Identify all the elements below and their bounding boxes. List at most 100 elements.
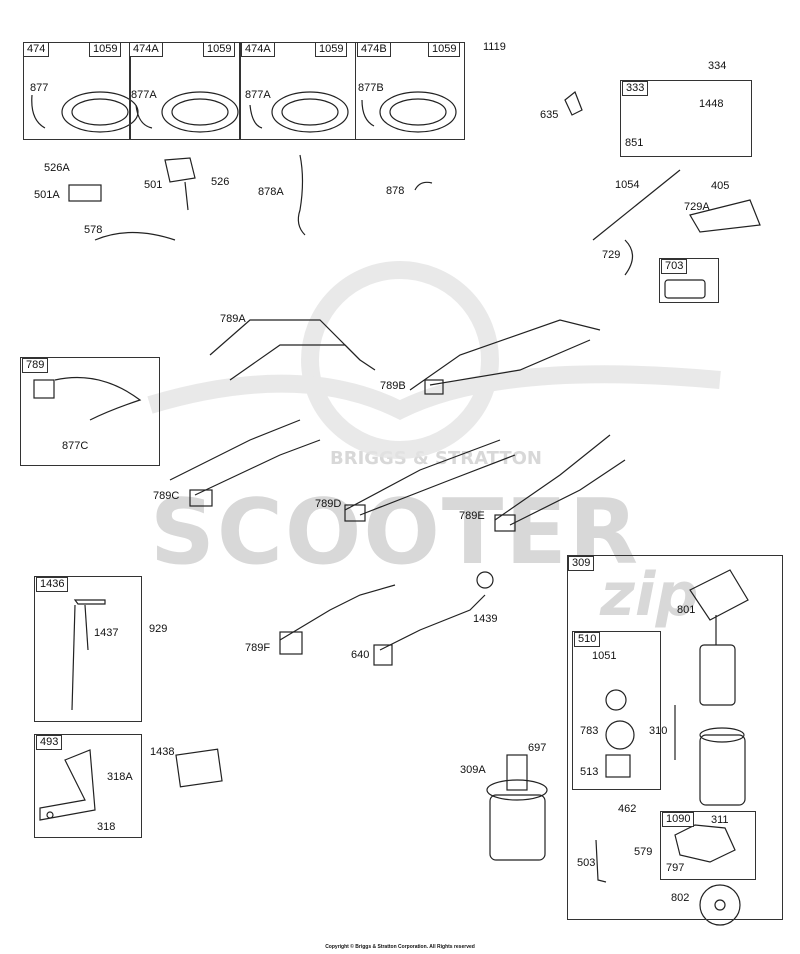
label-635: 635	[540, 109, 559, 121]
label-789e: 789E	[459, 510, 485, 522]
fuel-shutoff-635-part	[564, 91, 583, 116]
label-318: 318	[97, 821, 116, 833]
label-503: 503	[577, 857, 596, 869]
watermark-name: SCOOTER	[150, 480, 641, 585]
kit-box-474a-1	[129, 42, 241, 140]
bracket-493-part	[39, 749, 96, 821]
label-462: 462	[618, 803, 637, 815]
label-318a: 318A	[107, 771, 133, 783]
regulator-501a-part	[68, 184, 102, 202]
label-789a: 789A	[220, 313, 246, 325]
label-640: 640	[351, 649, 370, 661]
kit-title-474a-2: 474A	[241, 42, 275, 57]
label-697: 697	[528, 742, 547, 754]
label-789c: 789C	[153, 490, 180, 502]
label-1438: 1438	[150, 746, 175, 758]
label-501a: 501A	[34, 189, 60, 201]
kit-hw-474: 1059	[89, 42, 122, 57]
connector-789-part	[33, 376, 142, 421]
kit-box-1090	[660, 811, 756, 880]
label-789d: 789D	[315, 498, 342, 510]
harness-640-part	[373, 571, 494, 666]
label-729: 729	[602, 249, 621, 261]
label-877c: 877C	[62, 440, 89, 452]
kit-title-474a-1: 474A	[129, 42, 163, 57]
label-877b: 877B	[358, 82, 384, 94]
harness-789f-part	[279, 584, 396, 655]
kit-title-493: 493	[36, 735, 63, 750]
clip-729-part	[624, 239, 634, 276]
kit-box-309	[567, 555, 783, 920]
label-797: 797	[666, 862, 685, 874]
label-1439: 1439	[473, 613, 498, 625]
kit-box-1436	[34, 576, 142, 722]
label-405: 405	[711, 180, 730, 192]
label-729a: 729A	[684, 201, 710, 213]
harness-789d-part	[344, 439, 516, 522]
kit-title-474b: 474B	[357, 42, 391, 57]
kit-title-1436: 1436	[36, 577, 69, 592]
stator-474	[31, 91, 139, 133]
copyright-notice: Copyright © Briggs & Stratton Corporatio…	[325, 944, 475, 950]
watermark-logo	[147, 261, 721, 459]
kit-box-510	[572, 631, 661, 790]
label-877a-1: 877A	[131, 89, 157, 101]
kit-hw-474b: 1059	[428, 42, 461, 57]
regulator-501-part	[164, 157, 196, 183]
label-310: 310	[649, 725, 668, 737]
label-334: 334	[708, 60, 727, 72]
label-1448: 1448	[699, 98, 724, 110]
label-929: 929	[149, 623, 168, 635]
kit-box-474	[23, 42, 131, 140]
label-526a: 526A	[44, 162, 70, 174]
kit-box-703	[659, 258, 719, 303]
watermark-suffix: zip	[600, 560, 699, 630]
label-851: 851	[625, 137, 644, 149]
kit-box-789	[20, 357, 160, 466]
harness-789e-part	[494, 434, 626, 532]
label-513: 513	[580, 766, 599, 778]
kit-title-474: 474	[23, 42, 50, 57]
kit-hw-474a-1: 1059	[203, 42, 236, 57]
label-578: 578	[84, 224, 103, 236]
harness-878a-part	[297, 154, 306, 236]
tie-1054-part	[592, 169, 681, 241]
stator-474a-1	[135, 91, 239, 133]
label-501: 501	[144, 179, 163, 191]
kit-title-1090: 1090	[662, 812, 695, 827]
harness-789c-part	[169, 419, 321, 507]
harness-789b-part	[409, 319, 601, 395]
harness-1436-part	[71, 599, 106, 711]
kit-box-474b	[355, 42, 465, 140]
harness-789a-part	[209, 319, 376, 381]
stator-474b	[361, 91, 457, 133]
label-579: 579	[634, 846, 653, 858]
harness-878-part	[414, 181, 433, 191]
label-1054: 1054	[615, 179, 640, 191]
kit-title-309: 309	[568, 556, 595, 571]
label-789b: 789B	[380, 380, 406, 392]
kit-title-703: 703	[661, 259, 688, 274]
label-877a-2: 877A	[245, 89, 271, 101]
label-878a: 878A	[258, 186, 284, 198]
label-1051: 1051	[592, 650, 617, 662]
stator-474a-2	[249, 91, 349, 133]
kit-title-510: 510	[574, 632, 601, 647]
label-878: 878	[386, 185, 405, 197]
bracket-729a-part	[689, 199, 761, 233]
label-801: 801	[677, 604, 696, 616]
label-802: 802	[671, 892, 690, 904]
label-311: 311	[711, 814, 729, 826]
kit-title-789: 789	[22, 358, 49, 373]
label-877: 877	[30, 82, 49, 94]
label-783: 783	[580, 725, 599, 737]
label-1437: 1437	[94, 627, 119, 639]
module-1438-part	[175, 748, 223, 788]
label-789f: 789F	[245, 642, 271, 654]
wire-578-part	[94, 231, 176, 241]
kit-box-333	[620, 80, 752, 157]
label-526: 526	[211, 176, 230, 188]
label-1119: 1119	[483, 41, 506, 53]
starter-309a-part	[486, 754, 548, 861]
